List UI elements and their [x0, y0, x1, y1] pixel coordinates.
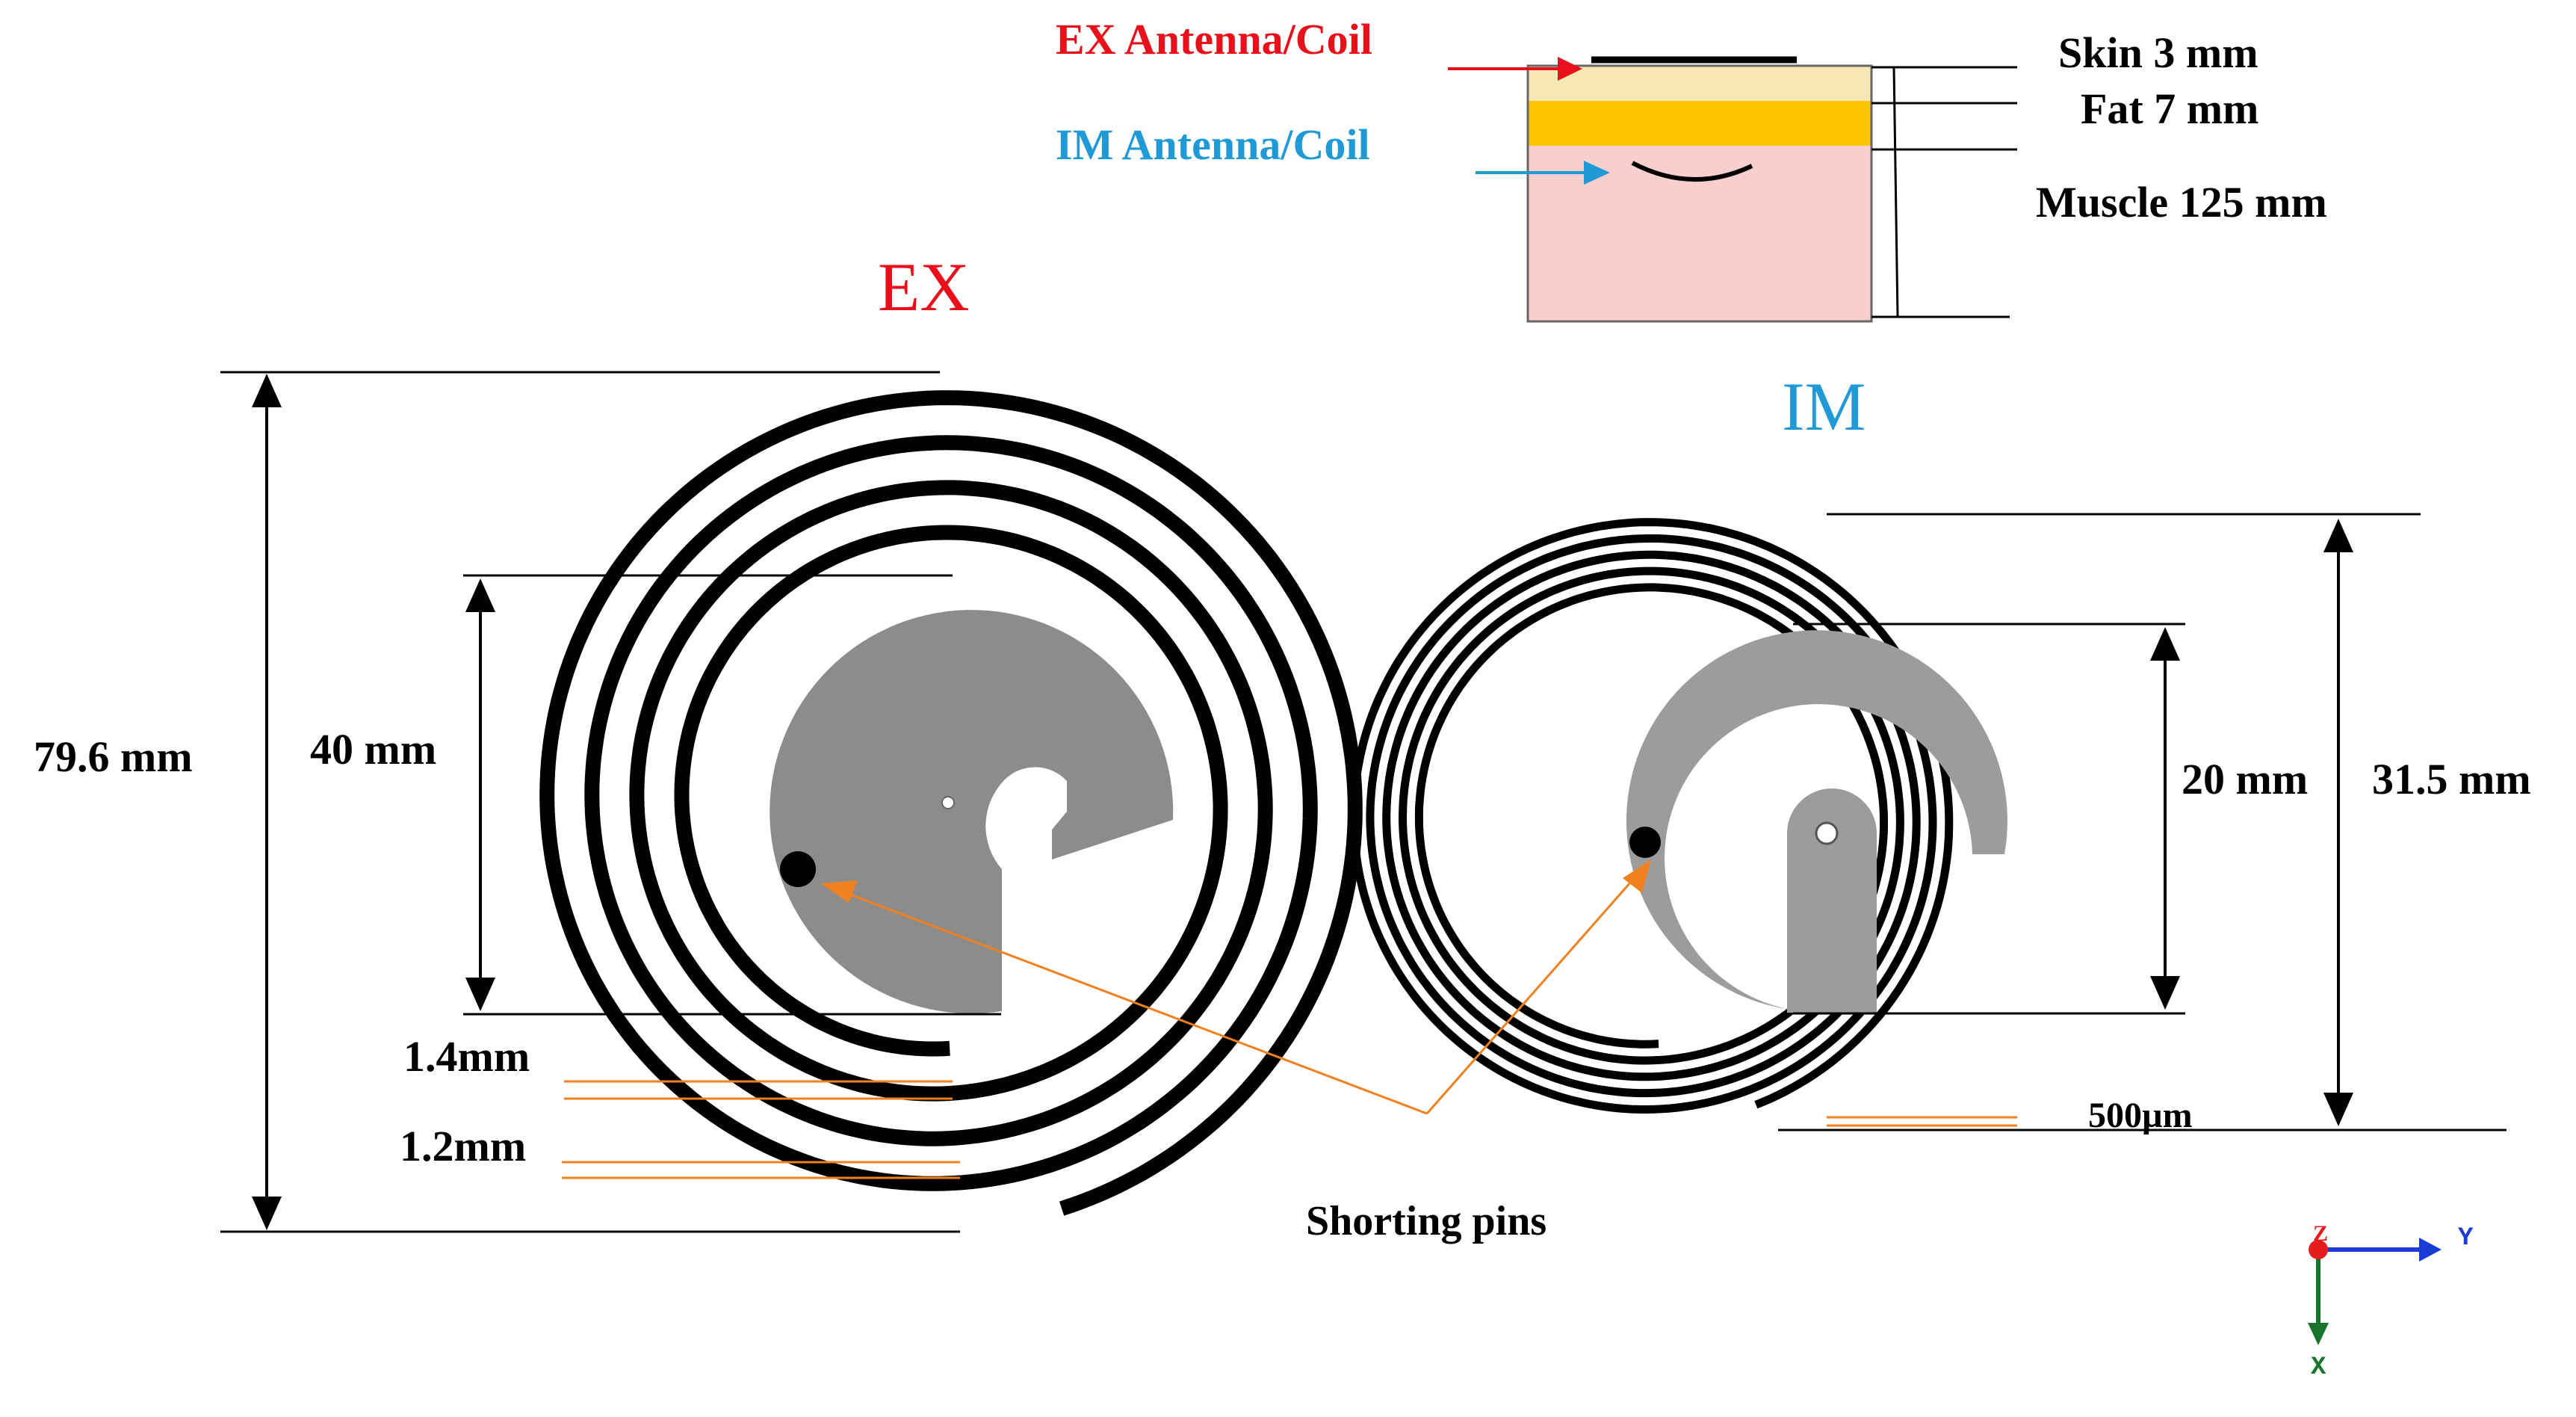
ex-antenna: EX 79.6 mm 40 mm 1.4mm 1.2mm [34, 249, 1363, 1233]
shorting-pins-annotation: Shorting pins [820, 859, 1651, 1244]
im-antenna: IM 20 mm 31.5 mm 500µm [1349, 368, 2531, 1135]
ex-gap-label: 1.4mm [403, 1032, 530, 1081]
ex-arrow-head [1558, 57, 1582, 81]
fat-label: Fat 7 mm [2081, 84, 2258, 133]
skin-layer [1528, 66, 1871, 101]
im-inner-arrow-top [2150, 627, 2180, 661]
muscle-label: Muscle 125 mm [2036, 178, 2327, 226]
tissue-outline [1526, 64, 1873, 323]
z-axis-label: Z [2313, 1221, 2328, 1246]
ex-antenna-label: EX Antenna/Coil [1056, 15, 1372, 64]
ex-inner-dim-label: 40 mm [310, 725, 436, 774]
ex-outer-dim-label: 79.6 mm [34, 732, 193, 781]
ex-outer-arrow-top [252, 374, 282, 407]
im-antenna-label: IM Antenna/Coil [1056, 120, 1370, 169]
ex-inner-arrow-bottom [465, 978, 495, 1011]
pin-leader-im [1425, 875, 1638, 1114]
x-axis-arrow [2308, 1323, 2329, 1345]
fat-layer [1528, 101, 1871, 146]
im-patch-ring [1626, 630, 2007, 1010]
skin-label: Skin 3 mm [2058, 28, 2258, 77]
im-title: IM [1782, 368, 1866, 445]
ex-width-label: 1.2mm [400, 1122, 526, 1170]
pin-leader-ex [840, 889, 1428, 1115]
im-outer-arrow-top [2323, 519, 2353, 552]
im-feed-stub [1787, 788, 1877, 1013]
ex-inner-arrow-top [465, 578, 495, 612]
im-feed-hole [1815, 821, 1839, 845]
im-shorting-pin [1629, 827, 1661, 858]
im-width-label: 500µm [2088, 1096, 2193, 1135]
y-axis-label: Y [2458, 1224, 2474, 1253]
z-axis-dot [2309, 1240, 2328, 1259]
im-coil-curve [1631, 161, 1753, 182]
tissue-cross-section: EX Antenna/Coil IM Antenna/Coil Skin 3 m… [1056, 15, 2327, 323]
ex-coil-trace [539, 390, 1363, 1216]
y-axis-arrow [2419, 1238, 2442, 1262]
depth-line [1892, 67, 1899, 318]
ex-patch [770, 610, 1174, 1014]
shorting-pins-label: Shorting pins [1306, 1198, 1546, 1244]
im-inner-dim-label: 20 mm [2182, 755, 2308, 803]
im-outer-dim-label: 31.5 mm [2372, 755, 2531, 803]
ex-spiral-coil [539, 390, 1363, 1216]
im-arrow-head [1584, 161, 1610, 185]
coordinate-axes: Z Y X [2308, 1221, 2474, 1382]
ex-outer-arrow-bottom [252, 1197, 282, 1230]
pin-leader-im-head [1623, 859, 1651, 893]
x-axis-label: X [2311, 1353, 2326, 1382]
im-outer-arrow-bottom [2323, 1093, 2353, 1126]
pin-leader-ex-head [820, 880, 858, 903]
im-inner-arrow-bottom [2150, 976, 2180, 1010]
ex-title: EX [878, 249, 970, 325]
ex-shorting-pin [780, 851, 816, 887]
ex-feed-hole [941, 796, 955, 809]
